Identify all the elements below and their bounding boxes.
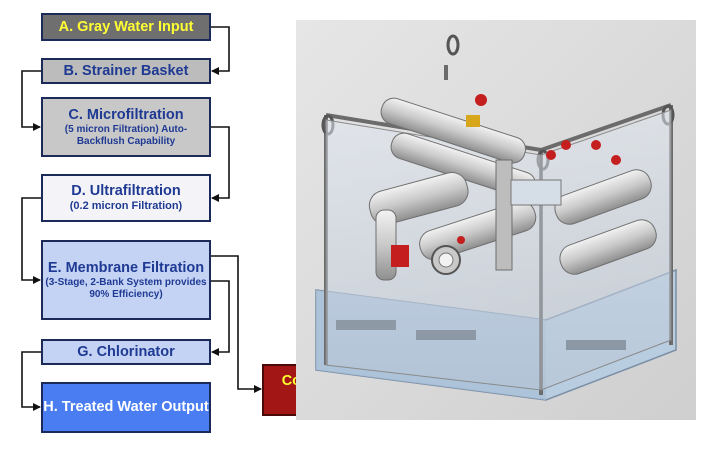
step-ultrafiltration: D. Ultrafiltration (0.2 micron Filtratio… [41,174,211,222]
step-title: C. Microfiltration [68,107,184,124]
step-treated-water-output: H. Treated Water Output [41,382,211,433]
step-strainer-basket: B. Strainer Basket [41,58,211,84]
step-membrane-filtration: E. Membrane Filtration (3-Stage, 2-Bank … [41,240,211,320]
arrow-d-to-e [21,197,41,284]
step-subtitle: (5 micron Filtration) Auto-Backflush Cap… [64,124,188,147]
arrow-a-to-b [211,26,230,75]
step-chlorinator: G. Chlorinator [41,339,211,365]
step-title: H. Treated Water Output [43,399,209,416]
arrow-e-to-concentrate [211,255,262,393]
arrow-c-to-d [211,126,230,202]
arrow-e-to-g [211,280,230,356]
arrow-b-to-c [21,70,41,131]
step-gray-water-input: A. Gray Water Input [41,13,211,41]
step-subtitle: (3-Stage, 2-Bank System provides 90% Eff… [45,277,207,300]
step-title: E. Membrane Filtration [47,260,205,277]
step-title: D. Ultrafiltration [71,183,181,200]
step-title: A. Gray Water Input [58,18,194,35]
step-subtitle: (0.2 micron Filtration) [69,200,183,213]
step-microfiltration: C. Microfiltration (5 micron Filtration)… [41,97,211,157]
treatment-unit-illustration [296,20,696,420]
arrow-g-to-h [21,351,41,411]
step-title: B. Strainer Basket [63,62,189,79]
step-title: G. Chlorinator [77,343,175,360]
